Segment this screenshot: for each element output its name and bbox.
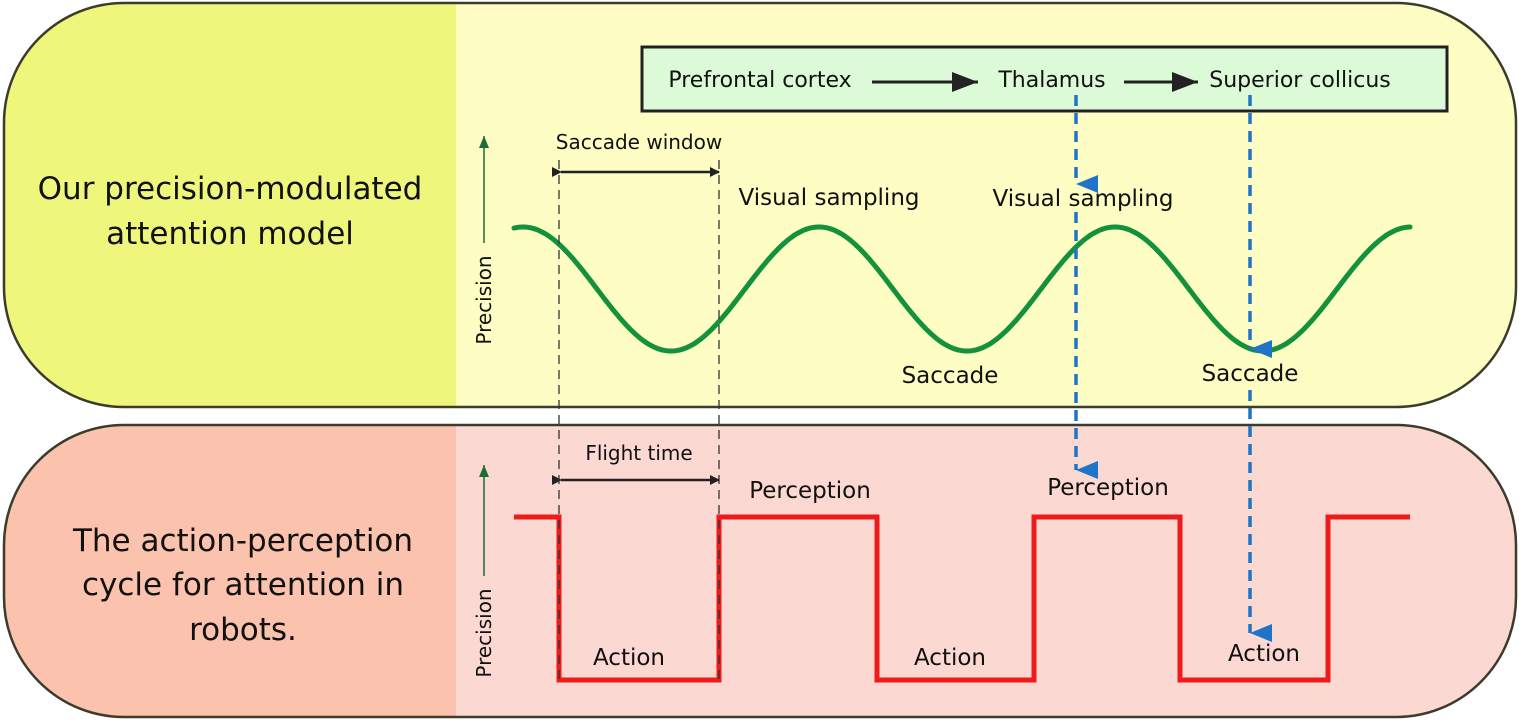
perception-action-wave (514, 514, 1410, 683)
pathway-superior-collicus: Superior collicus (1209, 68, 1390, 93)
perception-label-2: Perception (1047, 475, 1169, 501)
perception-label-1: Perception (749, 478, 871, 504)
saccade-label-1: Saccade (902, 363, 999, 389)
top-panel: Our precision-modulated attention model … (2, 1, 1518, 409)
top-label-line-1: Our precision-modulated (38, 171, 423, 207)
pathway-prefrontal-cortex: Prefrontal cortex (668, 68, 851, 93)
pathway-box (640, 45, 1449, 113)
action-label-3: Action (1228, 641, 1300, 667)
visual-sampling-label-2: Visual sampling (992, 186, 1173, 212)
bottom-label-background (4, 425, 456, 717)
top-panel-border (2, 1, 1518, 409)
bottom-label-line-1: The action-perception (72, 523, 413, 559)
action-label-1: Action (593, 645, 665, 671)
top-label-background (4, 3, 456, 407)
bottom-axis-label: Precision (472, 588, 496, 677)
pathway-thalamus: Thalamus (997, 68, 1105, 93)
action-label-2: Action (914, 645, 986, 671)
saccade-label-2: Saccade (1202, 361, 1299, 387)
top-label-line-2: attention model (106, 216, 354, 252)
visual-sampling-label-1: Visual sampling (738, 185, 919, 211)
top-axis-label: Precision (472, 255, 496, 344)
bottom-panel: The action-perception cycle for attentio… (2, 423, 1518, 719)
saccade-window-label: Saccade window (556, 130, 722, 154)
flight-time-label: Flight time (585, 441, 692, 465)
bottom-panel-border (2, 423, 1518, 719)
bottom-label-line-3: robots. (189, 612, 297, 648)
bottom-label-line-2: cycle for attention in (82, 567, 404, 603)
